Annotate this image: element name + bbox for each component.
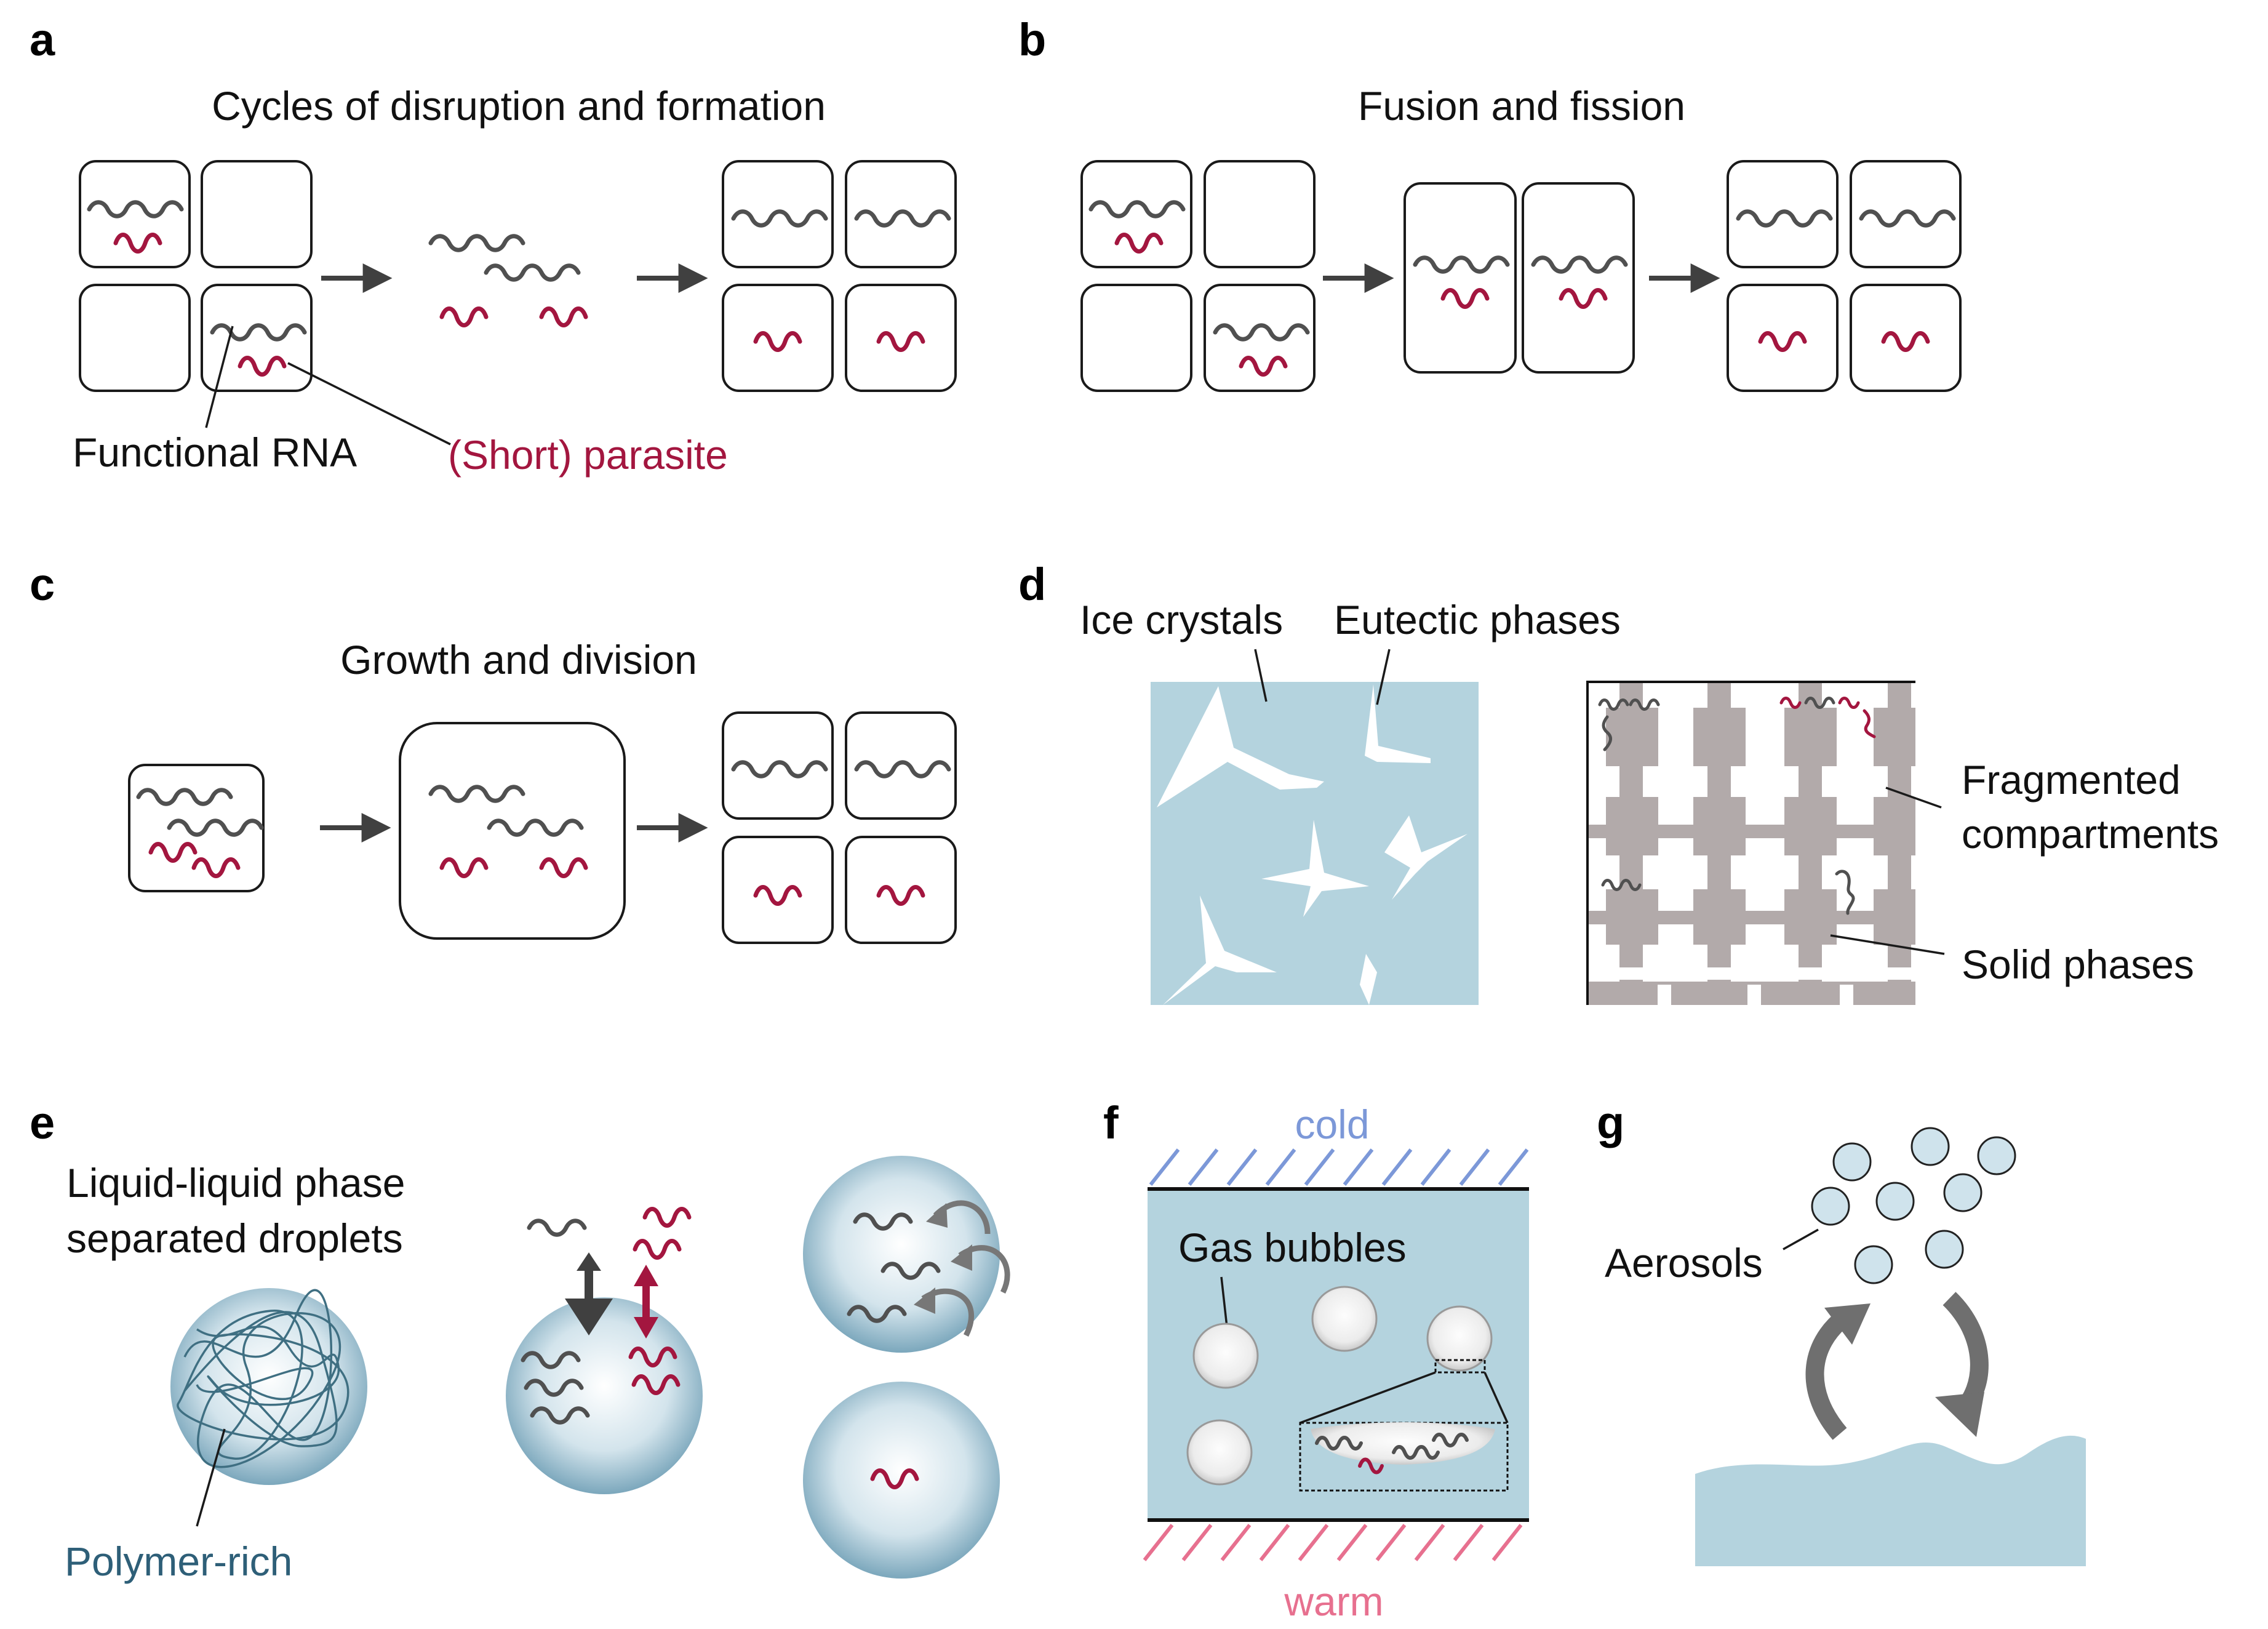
label-fragmented-compartments-2: compartments — [1962, 811, 2219, 857]
panel-letter-b: b — [1018, 14, 1046, 65]
compartment — [722, 284, 834, 392]
gas-bubble — [1192, 1323, 1259, 1389]
compartment — [1850, 160, 1962, 268]
compartment — [722, 160, 834, 268]
compartment — [722, 836, 834, 944]
label-aerosols: Aerosols — [1605, 1240, 1763, 1286]
compartment — [722, 711, 834, 820]
panel-letter-e: e — [30, 1097, 55, 1148]
compartment — [845, 160, 957, 268]
zoom-source — [1434, 1359, 1486, 1374]
leader-line — [205, 326, 234, 428]
compartment — [1727, 284, 1839, 392]
panel-letter-g: g — [1597, 1097, 1624, 1148]
label-functional-rna: Functional RNA — [73, 430, 357, 475]
polymer-droplet — [170, 1288, 367, 1485]
parasite-rna — [541, 309, 586, 326]
label-polymer-rich: Polymer-rich — [65, 1539, 292, 1584]
compartment — [1850, 284, 1962, 392]
panel-letter-d: d — [1018, 559, 1046, 610]
leader-line — [1376, 649, 1391, 705]
ice-block — [1151, 649, 1479, 1005]
parasite-rna — [633, 1239, 682, 1260]
panel-c: c Growth and division — [30, 559, 957, 944]
leader-line — [1830, 934, 1945, 955]
panel-letter-c: c — [30, 559, 55, 610]
gas-bubble — [1311, 1286, 1378, 1352]
label-eutectic-phases: Eutectic phases — [1334, 597, 1621, 642]
gas-bubble — [1426, 1305, 1493, 1372]
panel-c-title: Growth and division — [340, 637, 697, 682]
panel-b: b Fusion and fission — [1018, 14, 1962, 392]
partition-arrow-functional — [565, 1252, 613, 1335]
functional-rna — [431, 236, 523, 250]
panel-a: a Cycles of disruption and formation Fun… — [30, 14, 957, 478]
parasite-rna — [642, 1207, 692, 1228]
panel-b-title: Fusion and fission — [1358, 83, 1685, 129]
cold-hatching — [1149, 1148, 1529, 1186]
compartment — [845, 284, 957, 392]
compartment — [1727, 160, 1839, 268]
functional-rna — [529, 1221, 585, 1235]
leader-line — [287, 362, 451, 446]
label-fragmented-compartments-1: Fragmented — [1962, 757, 2181, 802]
leader-line — [196, 1428, 226, 1527]
label-short-parasite: (Short) parasite — [448, 432, 728, 478]
evaporation-arrow — [1805, 1310, 1851, 1440]
compartment — [845, 711, 957, 820]
fused-compartment — [1404, 182, 1517, 374]
compartment — [201, 160, 313, 268]
compartment — [1204, 160, 1316, 268]
polymer-tangle — [183, 1311, 340, 1447]
compartment — [1080, 160, 1192, 268]
parasite-rna — [442, 309, 486, 326]
label-gas-bubbles: Gas bubbles — [1178, 1225, 1407, 1270]
compartment — [1080, 284, 1192, 392]
label-warm: warm — [1284, 1579, 1383, 1624]
leader-line — [1783, 1228, 1819, 1251]
label-ice-crystals: Ice crystals — [1080, 597, 1283, 642]
label-llps-1: Liquid-liquid phase — [66, 1160, 405, 1206]
panel-e: e Liquid-liquid phase separated droplets… — [30, 1097, 1010, 1584]
compartment — [201, 284, 313, 392]
leader-line — [1254, 649, 1268, 702]
fragmented-compartments — [1586, 681, 1945, 1005]
label-solid-phases: Solid phases — [1962, 942, 2194, 987]
label-llps-2: separated droplets — [66, 1215, 403, 1261]
compartment — [845, 836, 957, 944]
fused-compartment — [1522, 182, 1635, 374]
panel-a-title: Cycles of disruption and formation — [212, 83, 826, 129]
panel-d: d Ice crystals Eutectic phases — [1018, 559, 2219, 1005]
aerosol-droplets — [1811, 1127, 2016, 1284]
compartment — [79, 160, 191, 268]
partition-arrow-parasite — [634, 1265, 658, 1339]
panel-letter-f: f — [1103, 1097, 1119, 1148]
partitioning-droplet — [506, 1297, 703, 1494]
warm-hatching — [1143, 1524, 1523, 1561]
leader-line — [1885, 786, 1942, 809]
panel-f: f cold warm — [1103, 1097, 1529, 1624]
functional-rna — [486, 266, 578, 280]
gas-bubble — [1186, 1419, 1253, 1486]
water-surface — [1695, 1435, 2086, 1566]
compartment — [79, 284, 191, 392]
label-cold: cold — [1295, 1102, 1369, 1147]
panel-g: g Aerosols — [1597, 1097, 2086, 1566]
panel-letter-a: a — [30, 14, 55, 65]
